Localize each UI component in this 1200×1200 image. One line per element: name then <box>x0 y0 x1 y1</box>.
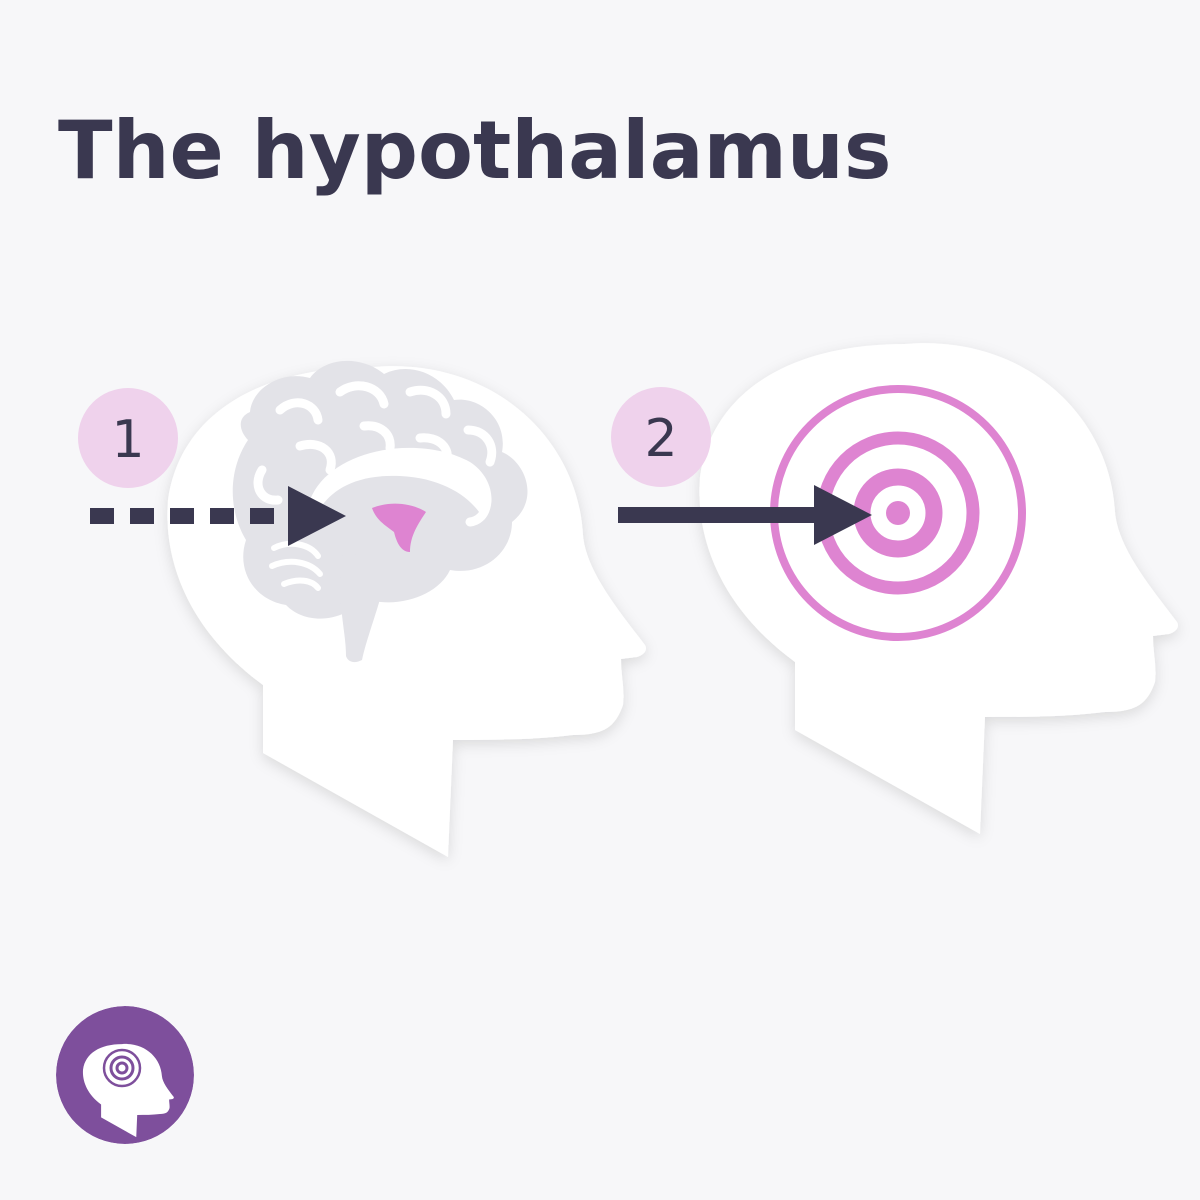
page-title: The hypothalamus <box>58 104 892 197</box>
step-1-badge: 1 <box>78 388 178 488</box>
brain-illustration <box>232 360 528 663</box>
step-2-circle <box>611 387 711 487</box>
brain-stem <box>340 554 385 663</box>
step-2-number: 2 <box>644 409 677 469</box>
arrow-1-head <box>288 486 346 546</box>
hypothalamus-highlight <box>372 503 426 552</box>
arrow-2 <box>618 485 872 545</box>
arrow-1 <box>90 486 346 546</box>
logo-badge <box>56 1006 194 1144</box>
head-2 <box>699 343 1179 834</box>
step-1-circle <box>78 388 178 488</box>
step-2-badge: 2 <box>611 387 711 487</box>
head-silhouette <box>699 343 1179 834</box>
head-with-target-icon <box>56 1006 194 1144</box>
arrow-2-head <box>814 485 872 545</box>
target-bullseye <box>886 501 910 525</box>
corpus-callosum <box>310 447 492 520</box>
cerebellum <box>262 520 343 595</box>
cerebellum-folds <box>269 540 323 591</box>
step-1-number: 1 <box>111 410 144 470</box>
